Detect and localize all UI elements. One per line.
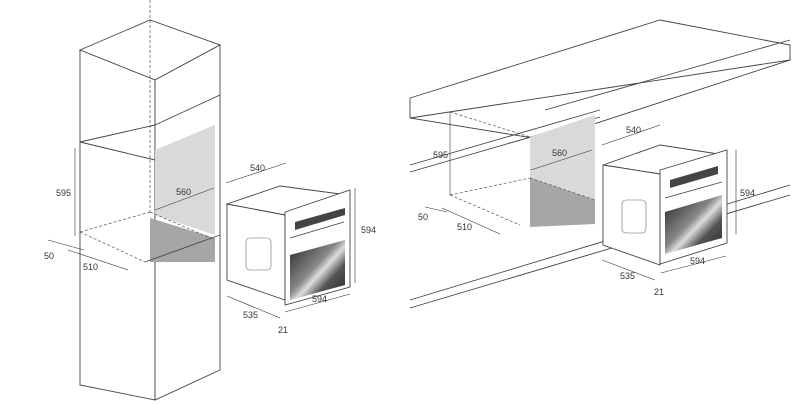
- dim-niche-width: 560: [552, 148, 567, 158]
- kitchen-counter: [409, 19, 791, 309]
- left-oven: [225, 185, 351, 306]
- dim-niche-height: 595: [433, 150, 448, 160]
- side-window: [245, 237, 272, 271]
- control-panel: [295, 208, 345, 230]
- column-cabinet: [78, 0, 222, 401]
- dim-oven-depth-top: 540: [626, 125, 641, 135]
- left-dimensions: 595 560 50 510: [44, 148, 215, 272]
- dim-niche-depth: 510: [83, 262, 98, 272]
- niche-floor: [150, 218, 215, 262]
- left-oven-dimensions: 540 594 535 594 21: [225, 162, 376, 335]
- dim-front-thickness: 21: [654, 287, 664, 297]
- dim-oven-depth-top: 540: [250, 163, 265, 173]
- dim-oven-height: 594: [740, 188, 755, 198]
- right-oven: [602, 144, 728, 266]
- dim-niche-height: 595: [56, 188, 71, 198]
- dim-oven-width: 594: [312, 294, 327, 304]
- dim-gap: 50: [418, 212, 428, 222]
- dim-front-thickness: 21: [278, 325, 288, 335]
- dim-niche-width: 560: [176, 187, 191, 197]
- niche-back: [155, 125, 215, 235]
- side-window: [621, 199, 647, 234]
- oven-door-glass: [665, 195, 722, 254]
- dim-gap: 50: [44, 251, 54, 261]
- control-panel: [670, 166, 718, 188]
- right-dimensions: 595 560 50 510: [418, 112, 593, 235]
- dim-oven-width: 594: [690, 256, 705, 266]
- right-oven-dimensions: 540 594 535 594 21: [601, 124, 755, 297]
- niche-floor: [530, 178, 595, 227]
- oven-door-glass: [290, 240, 345, 300]
- dim-oven-depth: 535: [620, 271, 635, 281]
- dim-oven-depth: 535: [243, 310, 258, 320]
- niche-back: [530, 115, 595, 200]
- dim-niche-depth: 510: [457, 222, 472, 232]
- dim-oven-height: 594: [361, 225, 376, 235]
